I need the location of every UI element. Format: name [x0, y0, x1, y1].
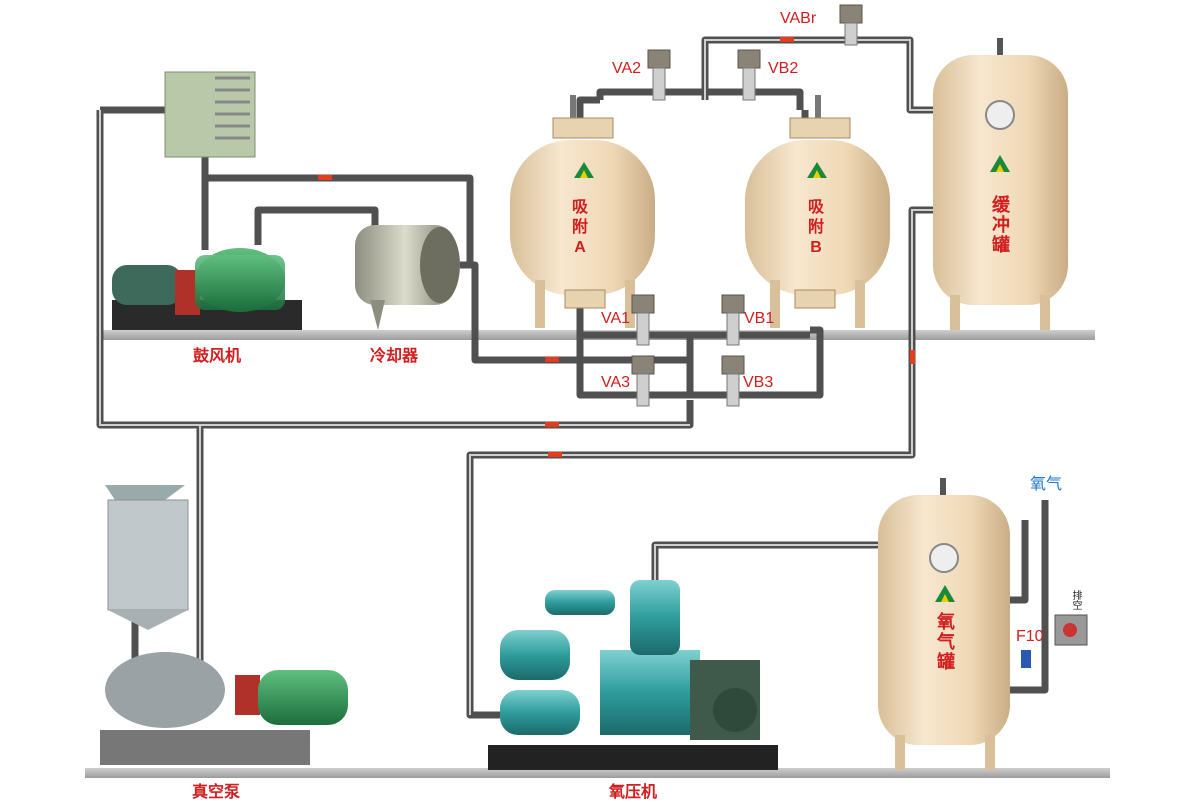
- valve-vb2-label: VB2: [768, 60, 799, 77]
- floor-lower: [85, 768, 1110, 778]
- oxygen-tank-label: 氧气罐: [935, 612, 955, 672]
- valve-f10-label: F10: [1016, 628, 1044, 645]
- valve-va1-label: VA1: [601, 310, 631, 327]
- adsorber-b-char-1: 吸: [807, 199, 824, 216]
- adsorber-tank-b: [745, 95, 890, 328]
- oxygen-outlet-panel: [1021, 614, 1088, 668]
- vacuum-pump-machine: [100, 652, 348, 765]
- adsorber-a-label: 吸 附 A: [568, 198, 592, 258]
- valve-vb1-label: VB1: [744, 310, 775, 327]
- vacuum-pump-label: 真空泵: [192, 784, 241, 801]
- adsorber-a-char-2: 附: [571, 219, 588, 236]
- adsorber-tank-a: [510, 95, 655, 328]
- buffer-tank-label: 缓冲罐: [990, 195, 1010, 255]
- valve-vb3-label: VB3: [743, 374, 774, 391]
- valve-va2-label: VA2: [612, 60, 642, 77]
- blower-machine: [112, 248, 302, 330]
- cooler-label: 冷却器: [370, 348, 419, 365]
- adsorber-b-char-3: B: [810, 239, 822, 256]
- buffer-tank: [933, 38, 1068, 330]
- blower-inlet-silencer: [164, 71, 256, 158]
- adsorber-a-char-3: A: [574, 239, 586, 256]
- adsorber-a-char-1: 吸: [571, 199, 588, 216]
- blower-label: 鼓风机: [193, 348, 242, 365]
- oxygen-compressor-machine: [488, 580, 778, 770]
- oxygen-outlet-label: 氧气: [1030, 476, 1063, 493]
- valve-vabr-label: VABr: [780, 10, 817, 27]
- adsorber-b-label: 吸 附 B: [804, 198, 828, 258]
- valve-va3-label: VA3: [601, 374, 631, 391]
- vacuum-exhaust-silencer: [105, 485, 189, 630]
- cooler-machine: [355, 225, 460, 330]
- pipe-highlights: [99, 39, 935, 715]
- vent-label: 排空: [1070, 590, 1081, 610]
- adsorber-b-char-2: 附: [807, 219, 824, 236]
- oxygen-tank: [878, 478, 1010, 770]
- flow-arrows: [318, 37, 915, 457]
- oxygen-compressor-label: 氧压机: [609, 784, 658, 801]
- valve-bodies: [636, 22, 858, 407]
